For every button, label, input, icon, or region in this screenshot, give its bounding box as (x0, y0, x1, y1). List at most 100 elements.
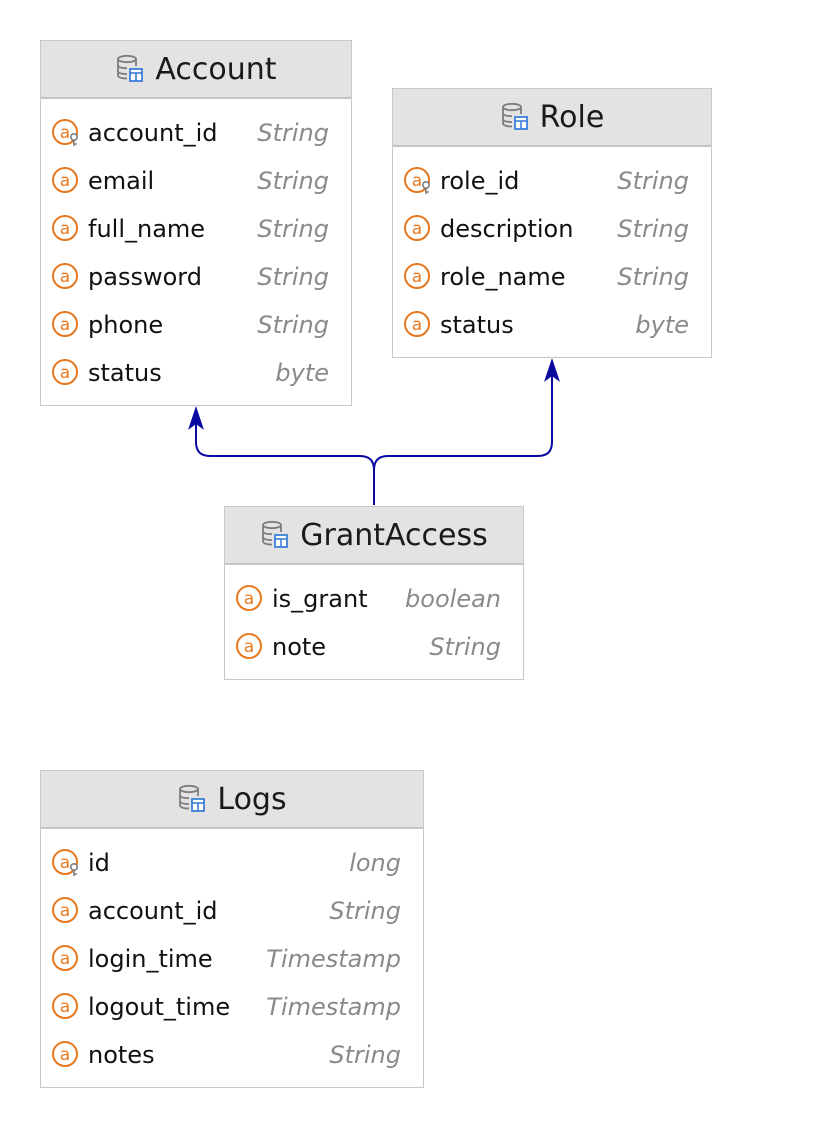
svg-text:a: a (244, 637, 254, 657)
arrowhead-account (188, 406, 204, 430)
svg-text:a: a (60, 1045, 70, 1065)
entity-header[interactable]: GrantAccess (225, 507, 523, 565)
attribute-icon: a (51, 944, 88, 974)
attribute-icon: a (51, 214, 88, 244)
primary-key-icon: a (51, 848, 88, 878)
field-name: logout_time (88, 993, 231, 1021)
field-type: long (349, 849, 401, 877)
connector-grantaccess-to-account[interactable] (195, 410, 375, 505)
field-name: account_id (88, 897, 218, 925)
entity-title: GrantAccess (300, 517, 488, 553)
svg-text:a: a (60, 123, 70, 143)
field-name: account_id (88, 119, 218, 147)
field-name: status (88, 359, 162, 387)
field-type: String (617, 215, 689, 243)
field-name: password (88, 263, 202, 291)
svg-text:a: a (60, 949, 70, 969)
field-type: String (429, 633, 501, 661)
database-table-icon (177, 784, 207, 814)
field-row[interactable]: a role_name String (393, 253, 711, 301)
field-row[interactable]: a login_time Timestamp (41, 935, 423, 983)
field-type: String (257, 215, 329, 243)
database-table-icon (115, 54, 145, 84)
field-type: Timestamp (266, 945, 401, 973)
attribute-icon: a (403, 214, 440, 244)
entity-header[interactable]: Role (393, 89, 711, 147)
database-table-icon (500, 102, 530, 132)
svg-text:a: a (60, 171, 70, 191)
field-row[interactable]: a is_grant boolean (225, 575, 523, 623)
field-name: phone (88, 311, 164, 339)
field-name: email (88, 167, 155, 195)
entity-header[interactable]: Account (41, 41, 351, 99)
svg-text:a: a (60, 997, 70, 1017)
svg-text:a: a (60, 363, 70, 383)
svg-text:a: a (412, 315, 422, 335)
entity-header[interactable]: Logs (41, 771, 423, 829)
field-row[interactable]: a logout_time Timestamp (41, 983, 423, 1031)
field-type: String (257, 167, 329, 195)
svg-text:a: a (60, 853, 70, 873)
attribute-icon: a (51, 310, 88, 340)
field-row[interactable]: a full_name String (41, 205, 351, 253)
primary-key-icon: a (403, 166, 440, 196)
field-name: login_time (88, 945, 213, 973)
entity-title: Account (155, 51, 277, 87)
field-type: String (257, 311, 329, 339)
field-type: Timestamp (266, 993, 401, 1021)
arrowhead-role (544, 358, 560, 382)
field-name: notes (88, 1041, 155, 1069)
svg-text:a: a (60, 219, 70, 239)
field-name: full_name (88, 215, 206, 243)
svg-text:a: a (412, 171, 422, 191)
connector-grantaccess-to-role[interactable] (373, 362, 553, 505)
attribute-icon: a (403, 310, 440, 340)
attribute-icon: a (403, 262, 440, 292)
field-name: id (88, 849, 110, 877)
field-type: byte (275, 359, 329, 387)
entity-title: Role (539, 99, 605, 135)
field-type: String (329, 897, 401, 925)
field-type: boolean (405, 585, 501, 613)
attribute-icon: a (235, 632, 272, 662)
svg-text:a: a (60, 901, 70, 921)
field-name: status (440, 311, 514, 339)
attribute-icon: a (235, 584, 272, 614)
field-type: String (329, 1041, 401, 1069)
attribute-icon: a (51, 1040, 88, 1070)
svg-text:a: a (60, 315, 70, 335)
field-name: description (440, 215, 574, 243)
field-type: String (257, 263, 329, 291)
primary-key-icon: a (51, 118, 88, 148)
svg-text:a: a (244, 589, 254, 609)
field-type: byte (635, 311, 689, 339)
svg-text:a: a (412, 267, 422, 287)
attribute-icon: a (51, 992, 88, 1022)
field-type: String (617, 263, 689, 291)
attribute-icon: a (51, 262, 88, 292)
field-name: is_grant (272, 585, 368, 613)
field-row[interactable]: a account_id String (41, 887, 423, 935)
field-name: role_name (440, 263, 566, 291)
entity-title: Logs (217, 781, 287, 817)
